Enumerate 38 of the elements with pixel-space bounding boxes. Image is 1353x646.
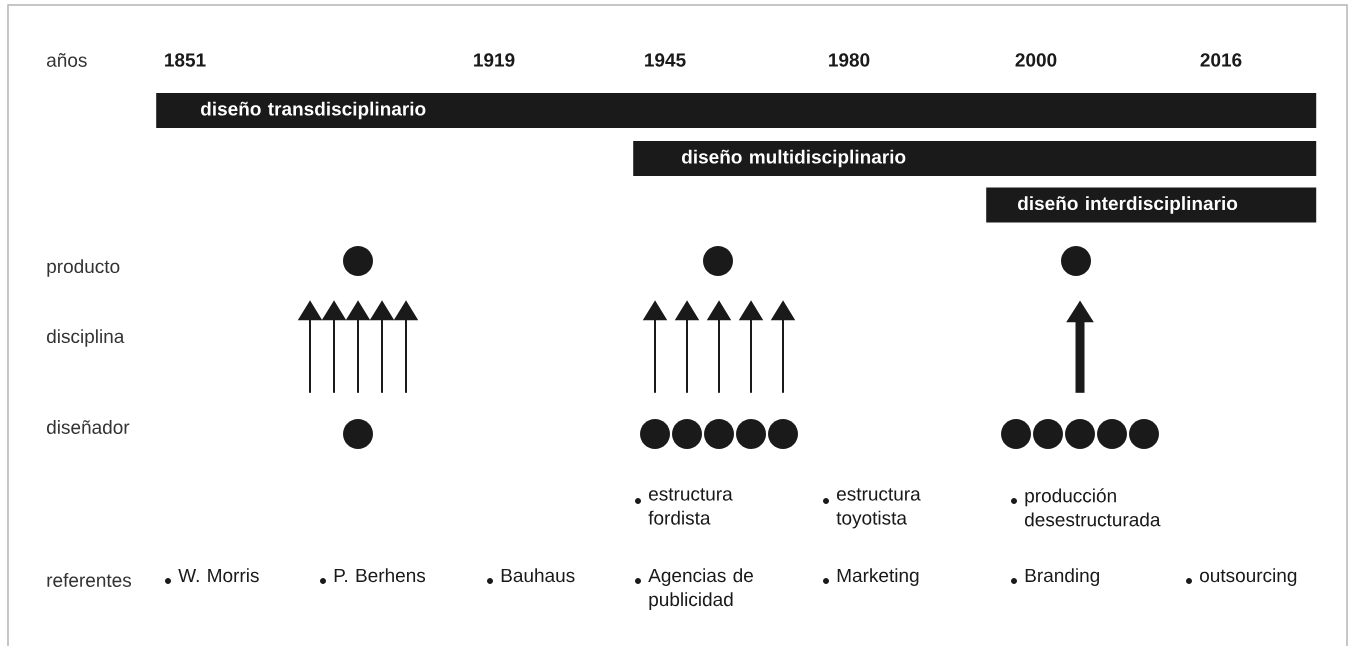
dot bbox=[343, 419, 373, 449]
dot bbox=[703, 246, 733, 276]
row-label: diseñador bbox=[47, 420, 130, 434]
dot bbox=[1001, 419, 1031, 449]
period-bar: diseño multidisciplinario bbox=[633, 141, 1317, 176]
list-item: estructura toyotista bbox=[823, 488, 921, 529]
dot bbox=[1065, 419, 1095, 449]
list-item: Branding bbox=[1011, 568, 1099, 586]
list-item: Agencias de publicidad bbox=[635, 568, 753, 610]
dot bbox=[768, 419, 798, 449]
dot bbox=[640, 419, 670, 449]
list-item: estructura fordista bbox=[635, 488, 733, 525]
dot bbox=[343, 246, 373, 276]
dot bbox=[1097, 419, 1127, 449]
dot bbox=[1033, 419, 1063, 449]
list-item: Bauhaus bbox=[487, 568, 575, 584]
row-label: referentes bbox=[47, 573, 132, 587]
dot bbox=[1129, 419, 1159, 449]
year-label: 1980 bbox=[829, 53, 870, 67]
row-label: disciplina bbox=[47, 329, 125, 347]
year-label: 1945 bbox=[645, 53, 686, 67]
dot bbox=[1061, 246, 1091, 276]
period-bar: diseño transdisciplinario bbox=[156, 93, 1317, 128]
year-label: 1851 bbox=[165, 53, 206, 67]
year-label: 2000 bbox=[1015, 53, 1057, 67]
dot bbox=[672, 419, 702, 449]
list-item: W. Morris bbox=[165, 568, 259, 584]
year-label: 1919 bbox=[474, 53, 515, 67]
dot bbox=[704, 419, 734, 449]
period-bar: diseño interdisciplinario bbox=[986, 187, 1317, 223]
list-item: Marketing bbox=[823, 568, 919, 586]
dot bbox=[736, 419, 766, 449]
list-item: producción desestructurada bbox=[1011, 488, 1161, 527]
list-item: P. Berhens bbox=[320, 568, 426, 584]
row-label: años bbox=[47, 53, 87, 67]
row-label: producto bbox=[47, 259, 120, 277]
year-label: 2016 bbox=[1200, 53, 1242, 67]
list-item: outsourcing bbox=[1186, 568, 1297, 586]
